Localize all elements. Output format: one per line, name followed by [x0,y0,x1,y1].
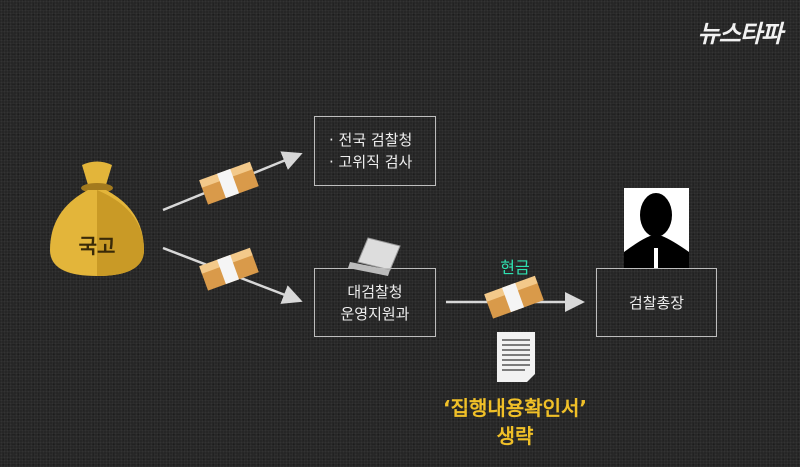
box-line: 대검찰청 [347,282,403,301]
money-bag-icon [50,161,144,276]
box-line: 검찰총장 [628,293,685,312]
cash-label: 현금 [500,258,530,277]
person-silhouette-icon [624,188,689,268]
box-supreme-prosecutors: 대검찰청 운영지원과 [314,268,436,337]
source-label: 국고 [78,234,116,258]
box-prosecutor-general: 검찰총장 [596,268,717,337]
box-item: · 고위직 검사 [329,153,413,171]
box-line: 운영지원과 [340,304,410,323]
note-line1: ‘집행내용확인서’ [443,396,587,420]
note-line2: 생략 [496,424,534,448]
cash-bundle-icon [484,275,544,319]
cash-bundle-icon [199,247,259,291]
box-item: · 전국 검찰청 [329,131,413,149]
cash-bundle-icon [199,161,259,205]
laptop-icon [348,237,401,276]
logo: 뉴스타파 [697,20,783,48]
box-nationwide: · 전국 검찰청 · 고위직 검사 [314,116,436,186]
document-icon [497,332,535,382]
